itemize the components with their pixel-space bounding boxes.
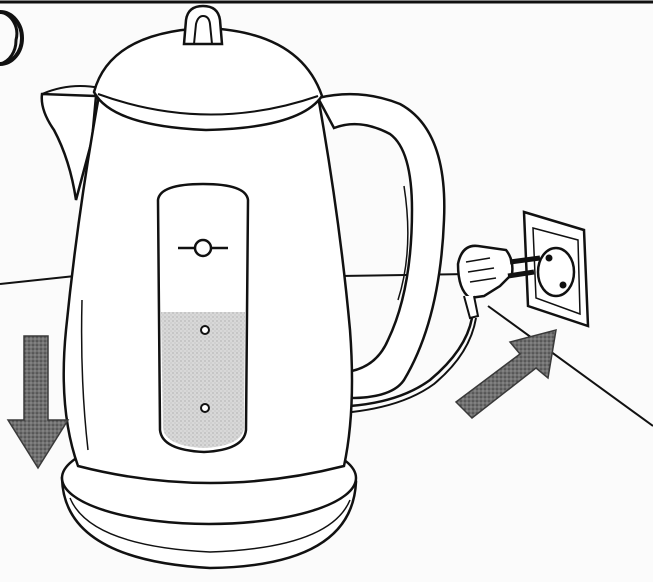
kettle-handle bbox=[316, 92, 446, 400]
countertop-side-edge bbox=[487, 305, 653, 427]
arrow-down-icon bbox=[6, 335, 70, 470]
arrow-up-right-icon bbox=[454, 328, 557, 419]
min-level-mark bbox=[200, 403, 210, 413]
mid-level-mark bbox=[200, 325, 210, 335]
countertop-back-edge bbox=[0, 275, 76, 285]
water-level-window bbox=[156, 182, 250, 454]
power-cord bbox=[349, 317, 474, 408]
water-fill bbox=[161, 312, 245, 448]
wall-socket-icon bbox=[522, 210, 590, 328]
kettle-spout bbox=[40, 92, 98, 201]
lid-knob bbox=[182, 4, 224, 46]
kettle-lid bbox=[92, 4, 324, 132]
plug-icon bbox=[456, 244, 541, 320]
